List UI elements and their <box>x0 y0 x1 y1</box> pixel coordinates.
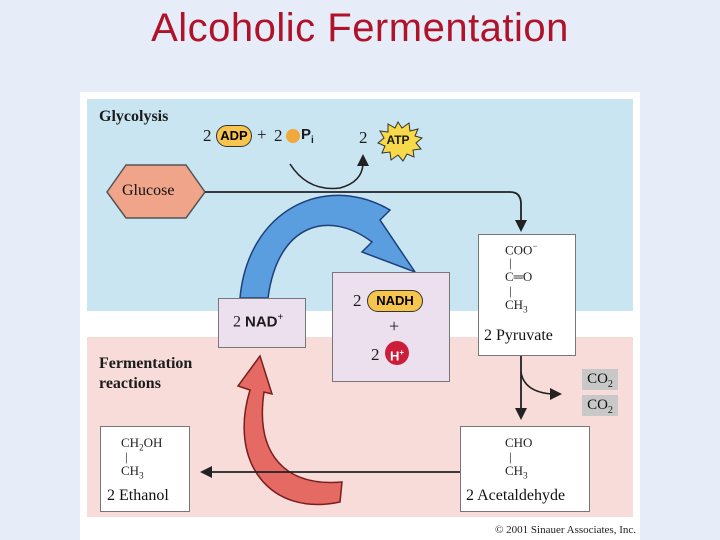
glycolysis-arrowhead <box>515 220 527 232</box>
phosphate-dot <box>286 129 300 143</box>
pyruvate-name: 2 Pyruvate <box>484 327 553 344</box>
nadh-coefficient: 2 <box>353 291 362 310</box>
ethanol-methyl: CH3 <box>121 463 144 481</box>
ethanol-name: 2 Ethanol <box>107 487 169 504</box>
ethanol-box: CH2OH | CH3 2 Ethanol <box>100 426 190 512</box>
glycolysis-title: Glycolysis <box>99 108 169 125</box>
diagram-panel: Glycolysis Fermentation reactions Glucos… <box>80 92 640 540</box>
ethanol-arrowhead <box>200 466 212 478</box>
acetaldehyde-methyl: CH3 <box>505 463 528 481</box>
pyruvate-coo: COO− <box>505 241 538 258</box>
acetaldehyde-box: CHO | CH3 2 Acetaldehyde <box>460 426 590 512</box>
pyruvate-carbonyl: C═O <box>505 269 533 284</box>
nadh-pill: NADH <box>367 290 423 312</box>
glucose-label: Glucose <box>122 182 175 199</box>
slide-title: Alcoholic Fermentation <box>151 6 569 50</box>
pyruvate-bond1: | <box>509 255 512 270</box>
glycolysis-line <box>205 191 522 222</box>
pyruvate-box: COO− | C═O | CH3 2 Pyruvate <box>478 234 576 356</box>
copyright-notice: © 2001 Sinauer Associates, Inc. <box>495 524 636 536</box>
acetaldehyde-bond: | <box>509 449 512 464</box>
h-coefficient: 2 <box>371 345 380 364</box>
atp-arrowhead <box>357 154 369 166</box>
acetaldehyde-cho: CHO <box>505 435 533 450</box>
adp-coefficient: 2 <box>203 126 212 145</box>
nad-box: 2 NAD+ <box>218 298 306 348</box>
atp-coefficient: 2 <box>359 128 368 147</box>
adp-pill: ADP <box>216 125 252 147</box>
adp-plus: + <box>257 125 267 144</box>
atp-connector <box>289 163 364 190</box>
co2-label-2: CO2 <box>582 395 618 416</box>
acetaldehyde-name: 2 Acetaldehyde <box>466 487 566 504</box>
co2-arrowhead <box>550 388 562 400</box>
pi-label: Pi <box>301 126 314 146</box>
pyruvate-down-arrowhead <box>515 408 527 420</box>
pyruvate-bond2: | <box>509 283 512 298</box>
co2-label-1: CO2 <box>582 369 618 390</box>
atp-label: ATP <box>386 133 410 147</box>
co2-branch-line <box>520 371 553 395</box>
diagram-arrows <box>106 154 562 506</box>
fermentation-title-line1: Fermentation <box>99 355 193 372</box>
nadh-to-nad-arrow <box>236 354 343 506</box>
ethanol-ch2oh: CH2OH <box>121 435 163 453</box>
pyruvate-methyl: CH3 <box>505 297 528 315</box>
nadh-box: 2 NADH + 2 H+ <box>332 272 450 382</box>
ethanol-bond: | <box>125 449 128 464</box>
nadh-plus: + <box>389 316 400 336</box>
nad-label: 2 NAD+ <box>233 312 284 331</box>
fermentation-title-line2: reactions <box>99 375 161 392</box>
proton-badge: H+ <box>385 341 409 365</box>
atp-starburst <box>377 121 424 162</box>
pi-coefficient: 2 <box>274 126 283 145</box>
nad-to-nadh-arrow <box>239 194 417 299</box>
